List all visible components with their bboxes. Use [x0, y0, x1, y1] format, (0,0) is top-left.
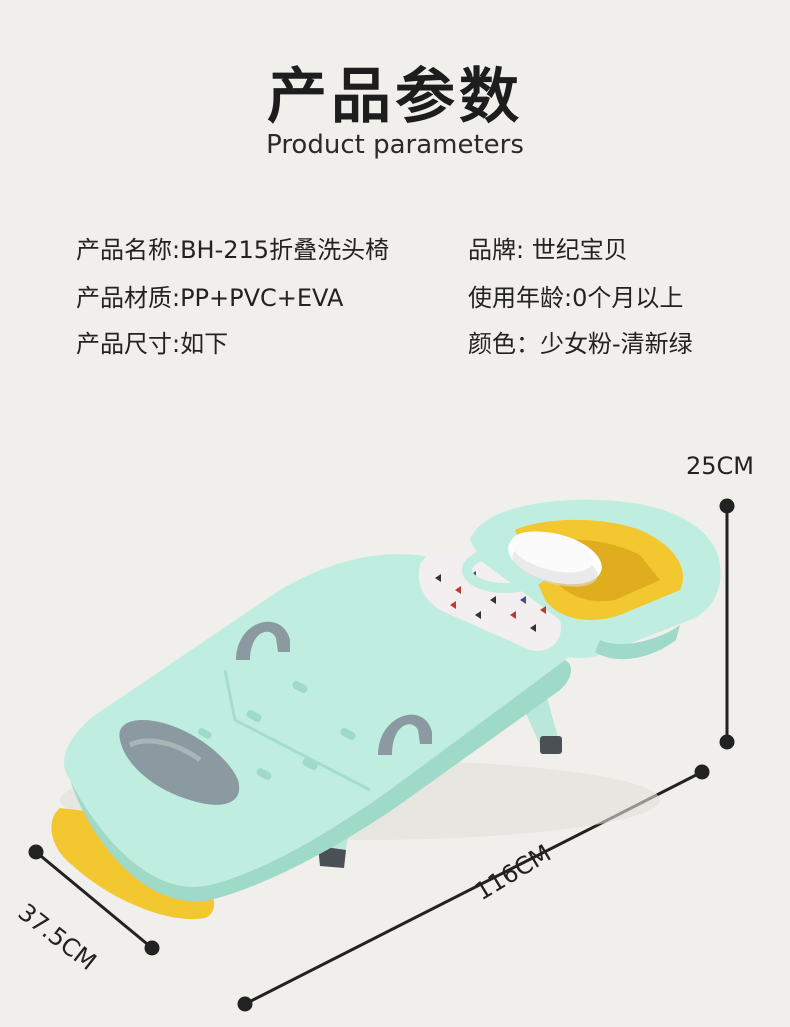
param-product-name: 产品名称:BH-215折叠洗头椅 — [76, 236, 390, 264]
length-dimension-end-right — [694, 764, 710, 780]
param-material: 产品材质:PP+PVC+EVA — [76, 284, 344, 312]
dimension-height-label: 25CM — [686, 452, 755, 480]
page-subtitle: Product parameters — [266, 130, 524, 160]
dimension-lines — [28, 498, 735, 1012]
param-color: 颜色：少女粉-清新绿 — [468, 330, 693, 358]
width-dimension-end-top — [28, 844, 44, 860]
param-size: 产品尺寸:如下 — [76, 330, 229, 358]
height-dimension-end-top — [719, 498, 735, 514]
param-brand: 品牌: 世纪宝贝 — [468, 236, 628, 264]
width-dimension-end-bottom — [144, 940, 160, 956]
page-title: 产品参数 — [267, 62, 523, 132]
width-dimension-line — [35, 850, 153, 950]
folding-shampoo-chair-image — [51, 499, 721, 920]
param-age: 使用年龄:0个月以上 — [468, 284, 684, 312]
length-dimension-end-left — [237, 996, 253, 1012]
height-dimension-end-bottom — [719, 734, 735, 750]
